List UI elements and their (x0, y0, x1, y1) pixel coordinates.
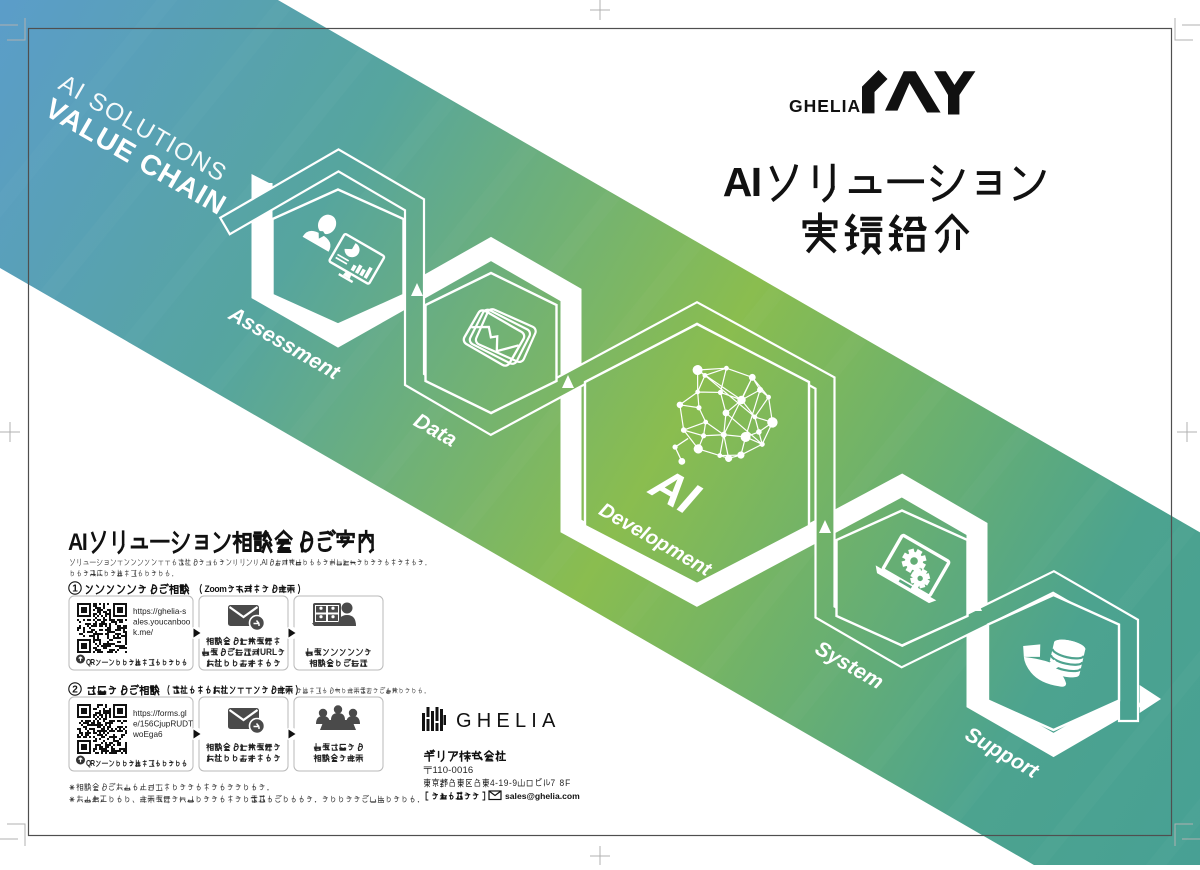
svg-text:k.me/: k.me/ (133, 628, 154, 637)
svg-text:,AI: ,AI (259, 557, 267, 567)
svg-text:https://forms.gl: https://forms.gl (133, 709, 187, 718)
svg-text:GHELIA: GHELIA (789, 96, 861, 116)
svg-text:110-0016: 110-0016 (433, 765, 474, 776)
svg-text:4-19-9: 4-19-9 (490, 778, 517, 789)
svg-text:QR: QR (86, 657, 96, 667)
svg-text:e/156CjupRUDT: e/156CjupRUDT (133, 720, 193, 729)
svg-text:2: 2 (72, 685, 78, 696)
svg-text:URL: URL (260, 647, 277, 657)
svg-text:AI: AI (68, 527, 88, 555)
svg-text:AI: AI (723, 159, 762, 205)
svg-text:Zoom: Zoom (205, 584, 227, 595)
svg-text:woEga6: woEga6 (132, 730, 163, 739)
svg-text:1: 1 (72, 584, 78, 595)
svg-text:sales@ghelia.com: sales@ghelia.com (505, 791, 580, 801)
svg-text:7 8F: 7 8F (551, 778, 571, 789)
svg-text:ales.youcanboo: ales.youcanboo (133, 618, 191, 627)
svg-text:https://ghelia-s: https://ghelia-s (133, 607, 186, 616)
svg-text:QR: QR (86, 758, 96, 768)
svg-text:GHELIA: GHELIA (456, 710, 561, 732)
